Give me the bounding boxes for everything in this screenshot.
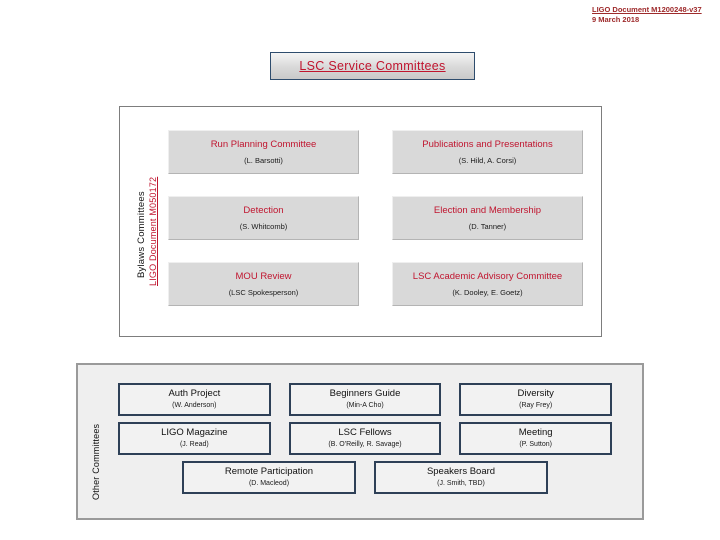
committee-people: (L. Barsotti) — [244, 155, 283, 165]
other-row: Remote Participation (D. Macleod) Speake… — [118, 461, 612, 494]
committee-title: Meeting — [518, 427, 553, 438]
document-date: 9 March 2018 — [592, 15, 640, 24]
committee-people: (J. Smith, TBD) — [437, 480, 485, 487]
other-row: LIGO Magazine (J. Read) LSC Fellows (B. … — [118, 422, 613, 455]
committee-people: (D. Tanner) — [468, 221, 507, 231]
committee-box-auth-project[interactable]: Auth Project (W. Anderson) — [118, 383, 271, 416]
committee-people: (B. O'Reilly, R. Savage) — [328, 441, 402, 448]
committee-people: (W. Anderson) — [172, 402, 217, 409]
other-committees-grid: Auth Project (W. Anderson) Beginners Gui… — [118, 383, 613, 500]
committee-box-mou-review[interactable]: MOU Review (LSC Spokesperson) — [168, 262, 359, 306]
committee-title: LSC Fellows — [338, 427, 392, 438]
committee-people: (Ray Frey) — [519, 402, 553, 409]
other-committees-label: Other Committees — [91, 423, 101, 500]
bylaws-committees-label: Bylaws Committees — [136, 191, 147, 278]
committee-title: LIGO Magazine — [161, 427, 228, 438]
committee-title: Speakers Board — [426, 466, 496, 477]
committee-people: (LSC Spokesperson) — [228, 287, 299, 297]
committee-title: Detection — [243, 204, 284, 216]
committee-title: Election and Membership — [433, 204, 542, 216]
service-committees-grid: Run Planning Committee (L. Barsotti) Pub… — [168, 130, 583, 328]
committee-box-meeting[interactable]: Meeting (P. Sutton) — [459, 422, 613, 455]
service-row: MOU Review (LSC Spokesperson) LSC Academ… — [168, 262, 583, 306]
committee-box-run-planning[interactable]: Run Planning Committee (L. Barsotti) — [168, 130, 359, 174]
committee-title: Auth Project — [168, 388, 221, 399]
committee-people: (S. Whitcomb) — [239, 221, 288, 231]
committee-box-detection[interactable]: Detection (S. Whitcomb) — [168, 196, 359, 240]
committee-box-diversity[interactable]: Diversity (Ray Frey) — [459, 383, 613, 416]
committee-title: Run Planning Committee — [210, 138, 317, 150]
committee-people: (Min-A Cho) — [346, 402, 384, 409]
document-header: LIGO Document M1200248-v37 9 March 2018 — [592, 5, 720, 25]
committee-box-election-and-membership[interactable]: Election and Membership (D. Tanner) — [392, 196, 583, 240]
page-title[interactable]: LSC Service Committees — [299, 59, 446, 73]
committee-people: (J. Read) — [179, 441, 209, 448]
committee-title: Remote Participation — [224, 466, 314, 477]
committee-box-lsc-fellows[interactable]: LSC Fellows (B. O'Reilly, R. Savage) — [288, 422, 442, 455]
committee-title: MOU Review — [235, 270, 292, 282]
committee-box-ligo-magazine[interactable]: LIGO Magazine (J. Read) — [118, 422, 271, 455]
committee-people: (K. Dooley, E. Goetz) — [452, 287, 523, 297]
committee-people: (P. Sutton) — [519, 441, 552, 448]
committee-title: Diversity — [517, 388, 554, 399]
service-row: Run Planning Committee (L. Barsotti) Pub… — [168, 130, 583, 174]
bylaws-document-reference-link[interactable]: LIGO Document M050172 — [148, 176, 158, 286]
committee-box-beginners-guide[interactable]: Beginners Guide (Min-A Cho) — [288, 383, 442, 416]
committee-people: (S. Hild, A. Corsi) — [458, 155, 517, 165]
other-row: Auth Project (W. Anderson) Beginners Gui… — [118, 383, 613, 416]
page-title-banner: LSC Service Committees — [270, 52, 475, 80]
committee-title: LSC Academic Advisory Committee — [412, 270, 563, 282]
committee-box-lsc-academic-advisory[interactable]: LSC Academic Advisory Committee (K. Dool… — [392, 262, 583, 306]
committee-box-speakers-board[interactable]: Speakers Board (J. Smith, TBD) — [374, 461, 548, 494]
committee-box-remote-participation[interactable]: Remote Participation (D. Macleod) — [182, 461, 356, 494]
document-id-link[interactable]: LIGO Document M1200248-v37 — [592, 5, 702, 14]
committee-title: Beginners Guide — [329, 388, 401, 399]
committee-title: Publications and Presentations — [422, 138, 553, 150]
committee-people: (D. Macleod) — [248, 480, 290, 487]
service-row: Detection (S. Whitcomb) Election and Mem… — [168, 196, 583, 240]
committee-box-publications-and-presentations[interactable]: Publications and Presentations (S. Hild,… — [392, 130, 583, 174]
